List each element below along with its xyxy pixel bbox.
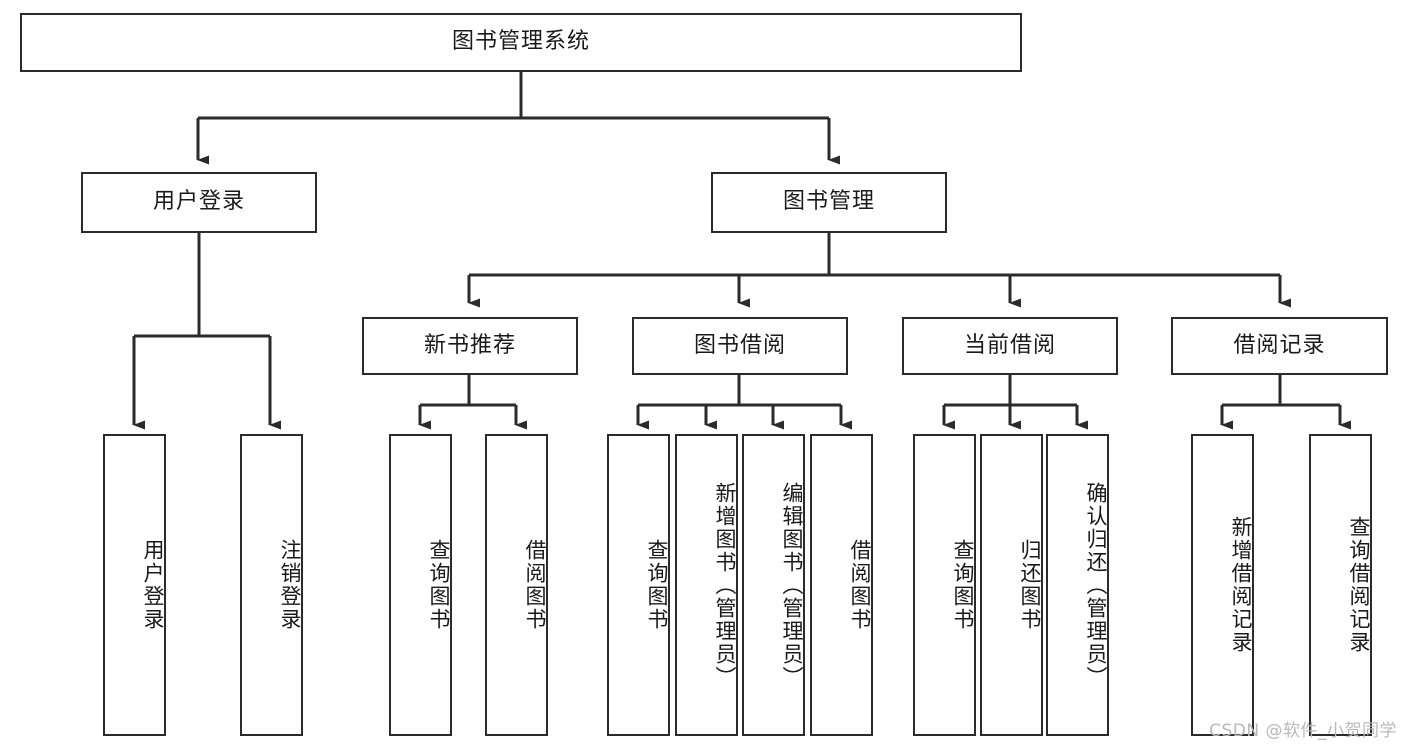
leaf-return-book-label: 归还图书 — [1018, 539, 1042, 631]
leaf-query-book-borrow[interactable]: 查询图书 — [607, 434, 670, 736]
node-user-login[interactable]: 用户登录 — [81, 172, 317, 233]
leaf-borrow-book-recommend[interactable]: 借阅图书 — [485, 434, 548, 736]
node-borrow-records-label: 借阅记录 — [1233, 332, 1326, 358]
leaf-query-book-current-label: 查询图书 — [951, 539, 975, 631]
leaf-logout-label: 注销登录 — [278, 539, 302, 631]
leaf-query-borrow-record[interactable]: 查询借阅记录 — [1309, 434, 1372, 736]
leaf-query-borrow-record-label: 查询借阅记录 — [1347, 516, 1371, 654]
leaf-query-book-borrow-label: 查询图书 — [645, 539, 669, 631]
leaf-borrow-book-label: 借阅图书 — [848, 539, 872, 631]
leaf-query-book-recommend[interactable]: 查询图书 — [389, 434, 452, 736]
node-root[interactable]: 图书管理系统 — [20, 13, 1022, 72]
node-root-label: 图书管理系统 — [451, 29, 590, 55]
node-current-borrow-label: 当前借阅 — [963, 332, 1056, 358]
leaf-return-book[interactable]: 归还图书 — [980, 434, 1043, 736]
node-book-borrow-label: 图书借阅 — [693, 332, 786, 358]
leaf-edit-book-admin[interactable]: 编辑图书（管理员） — [742, 434, 805, 736]
node-book-management[interactable]: 图书管理 — [711, 172, 947, 233]
leaf-confirm-return-admin-label: 确认归还（管理员） — [1084, 481, 1108, 689]
leaf-query-book-current[interactable]: 查询图书 — [913, 434, 976, 736]
node-current-borrow[interactable]: 当前借阅 — [902, 317, 1118, 375]
node-book-management-label: 图书管理 — [782, 189, 875, 215]
leaf-edit-book-admin-label: 编辑图书（管理员） — [780, 481, 804, 689]
leaf-user-login-label: 用户登录 — [141, 539, 165, 631]
leaf-add-book-admin[interactable]: 新增图书（管理员） — [675, 434, 738, 736]
leaf-logout[interactable]: 注销登录 — [240, 434, 303, 736]
watermark-text: CSDN @软件_小贺同学 — [1209, 721, 1397, 741]
node-book-borrow[interactable]: 图书借阅 — [632, 317, 848, 375]
node-new-book-recommend[interactable]: 新书推荐 — [362, 317, 578, 375]
leaf-confirm-return-admin[interactable]: 确认归还（管理员） — [1046, 434, 1109, 736]
node-borrow-records[interactable]: 借阅记录 — [1171, 317, 1388, 375]
leaf-add-borrow-record[interactable]: 新增借阅记录 — [1191, 434, 1254, 736]
leaf-borrow-book-recommend-label: 借阅图书 — [523, 539, 547, 631]
leaf-query-book-recommend-label: 查询图书 — [427, 539, 451, 631]
leaf-user-login[interactable]: 用户登录 — [103, 434, 166, 736]
leaf-add-borrow-record-label: 新增借阅记录 — [1229, 516, 1253, 654]
node-user-login-label: 用户登录 — [152, 189, 245, 215]
leaf-add-book-admin-label: 新增图书（管理员） — [713, 481, 737, 689]
node-new-book-recommend-label: 新书推荐 — [423, 332, 516, 358]
leaf-borrow-book[interactable]: 借阅图书 — [810, 434, 873, 736]
